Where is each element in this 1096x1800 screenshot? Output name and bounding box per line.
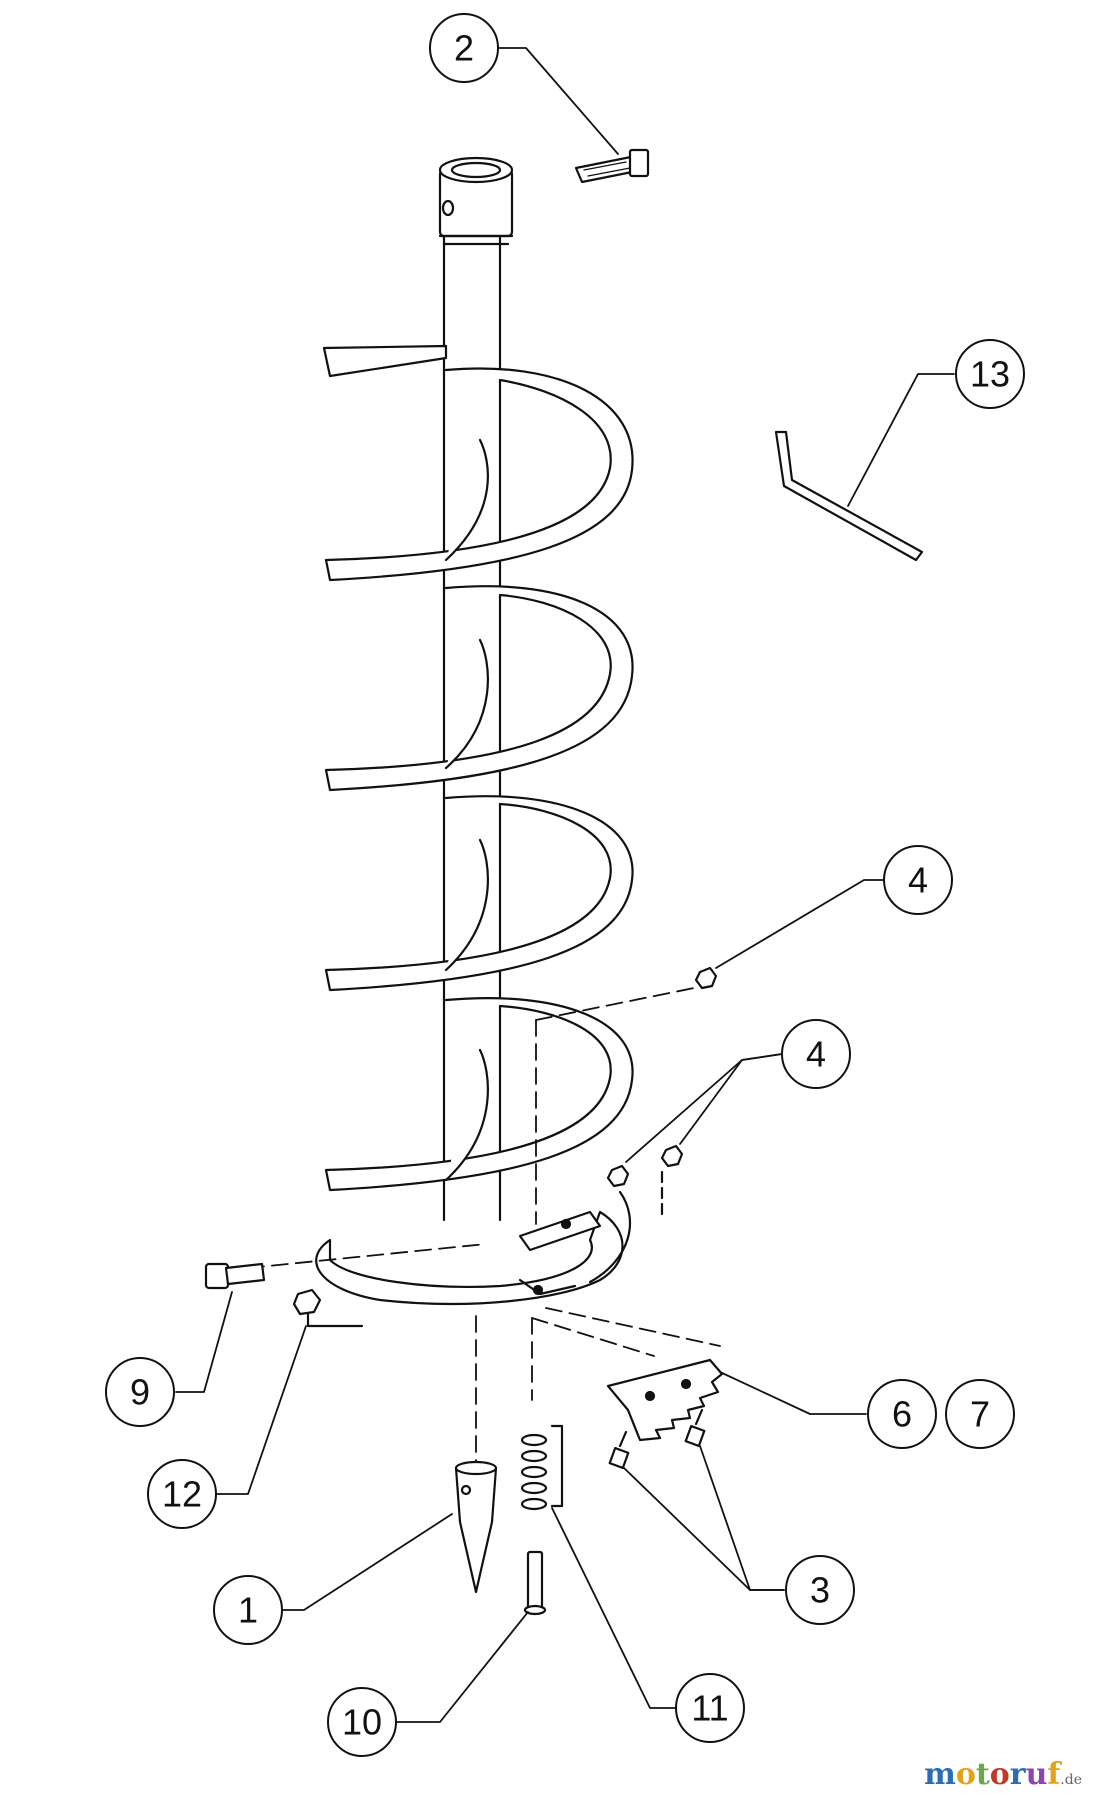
top-flight-tab (322, 344, 448, 378)
callout-11: 11 (691, 1688, 728, 1729)
callout-12: 12 (162, 1474, 202, 1515)
callout-circle-1 (213, 1575, 283, 1645)
callout-1: 1 (238, 1590, 258, 1631)
long-bolt (204, 1262, 266, 1290)
nut-12 (292, 1288, 322, 1316)
watermark-letter: o (989, 1757, 1010, 1792)
callout-10: 10 (342, 1702, 382, 1743)
callout-circle-11 (675, 1673, 745, 1743)
hex-key-wrench (774, 430, 924, 562)
blade-holder (518, 1190, 632, 1296)
watermark-text: motoruf (924, 1757, 1060, 1792)
callout-circle-4a (883, 845, 953, 915)
callout-circle-13 (955, 339, 1025, 409)
pilot-point (454, 1460, 498, 1594)
assembly-lines (247, 985, 721, 1473)
callout-4b: 4 (806, 1034, 826, 1075)
watermark-letter: u (1025, 1757, 1048, 1792)
callout-circle-7 (945, 1379, 1015, 1449)
nuts (606, 966, 718, 1188)
top-bolt (574, 148, 650, 184)
watermark-letter: t (975, 1757, 990, 1792)
callout-13: 13 (970, 354, 1010, 395)
callout-circle-3 (785, 1555, 855, 1625)
blade-bolts (608, 1408, 706, 1470)
callout-7: 7 (970, 1394, 990, 1435)
washers-stack (520, 1433, 548, 1511)
watermark-suffix: .de (1060, 1772, 1082, 1788)
pilot-screw (523, 1550, 547, 1616)
callout-4a: 4 (908, 860, 928, 901)
callout-6: 6 (892, 1394, 912, 1435)
auger-shaft (438, 156, 514, 1222)
callout-circles (105, 13, 1025, 1757)
watermark-logo: motoruf.de (924, 1757, 1082, 1792)
callout-circle-6 (867, 1379, 937, 1449)
callout-3: 3 (810, 1570, 830, 1611)
serrated-blade (606, 1358, 724, 1442)
callout-circle-10 (327, 1687, 397, 1757)
leader-lines (175, 47, 955, 1723)
watermark-letter: f (1047, 1757, 1061, 1792)
callout-circle-12 (147, 1459, 217, 1529)
watermark-letter: o (955, 1757, 976, 1792)
callout-circle-9 (105, 1357, 175, 1427)
callout-circle-2 (429, 13, 499, 83)
callout-2: 2 (454, 28, 474, 69)
callout-9: 9 (130, 1372, 150, 1413)
callout-labels: 2 13 4 4 6 7 9 12 1 3 10 11 (130, 28, 1010, 1743)
watermark-letter: r (1009, 1757, 1026, 1792)
watermark-letter: m (924, 1757, 956, 1792)
callout-circle-4b (781, 1019, 851, 1089)
auger-flighting (315, 367, 634, 1306)
